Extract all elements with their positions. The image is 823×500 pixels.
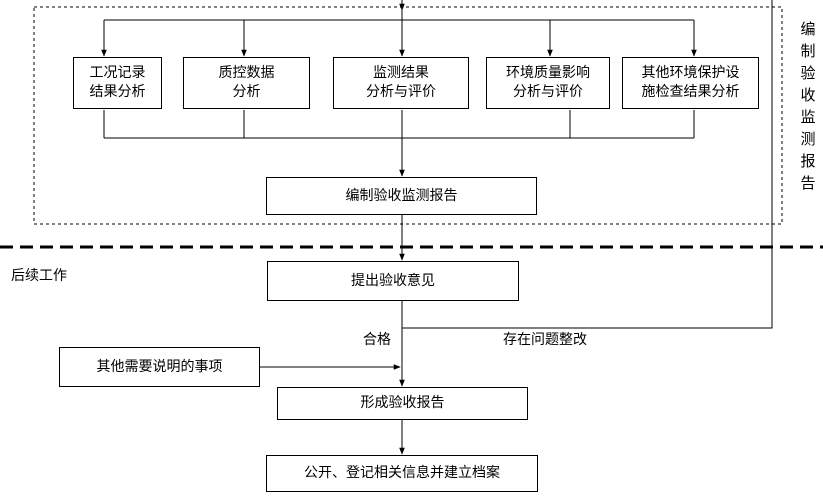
analysis-box-operating-records: 工况记录 结果分析: [73, 57, 162, 109]
analysis-box-monitoring-results: 监测结果 分析与评价: [333, 57, 469, 109]
compile-report-box: 编制验收监测报告: [266, 177, 537, 215]
section-label-vertical: 编制验收监测报告: [800, 20, 816, 192]
rectify-loop: [402, 0, 773, 329]
section-boundary: [33, 6, 783, 225]
opinion-box: 提出验收意见: [267, 261, 519, 301]
analysis-box-environmental-quality: 环境质量影响 分析与评价: [486, 57, 610, 109]
qualified-label: 合格: [363, 332, 391, 348]
publish-box: 公开、登记相关信息并建立档案: [266, 455, 538, 492]
followup-label: 后续工作: [11, 268, 67, 284]
analysis-box-quality-control: 质控数据 分析: [183, 57, 310, 109]
analysis-box-other-protection: 其他环境保护设 施检查结果分析: [622, 57, 759, 109]
rectify-label: 存在问题整改: [503, 332, 587, 348]
other-matters-box: 其他需要说明的事项: [59, 347, 260, 387]
form-report-box: 形成验收报告: [277, 387, 528, 420]
